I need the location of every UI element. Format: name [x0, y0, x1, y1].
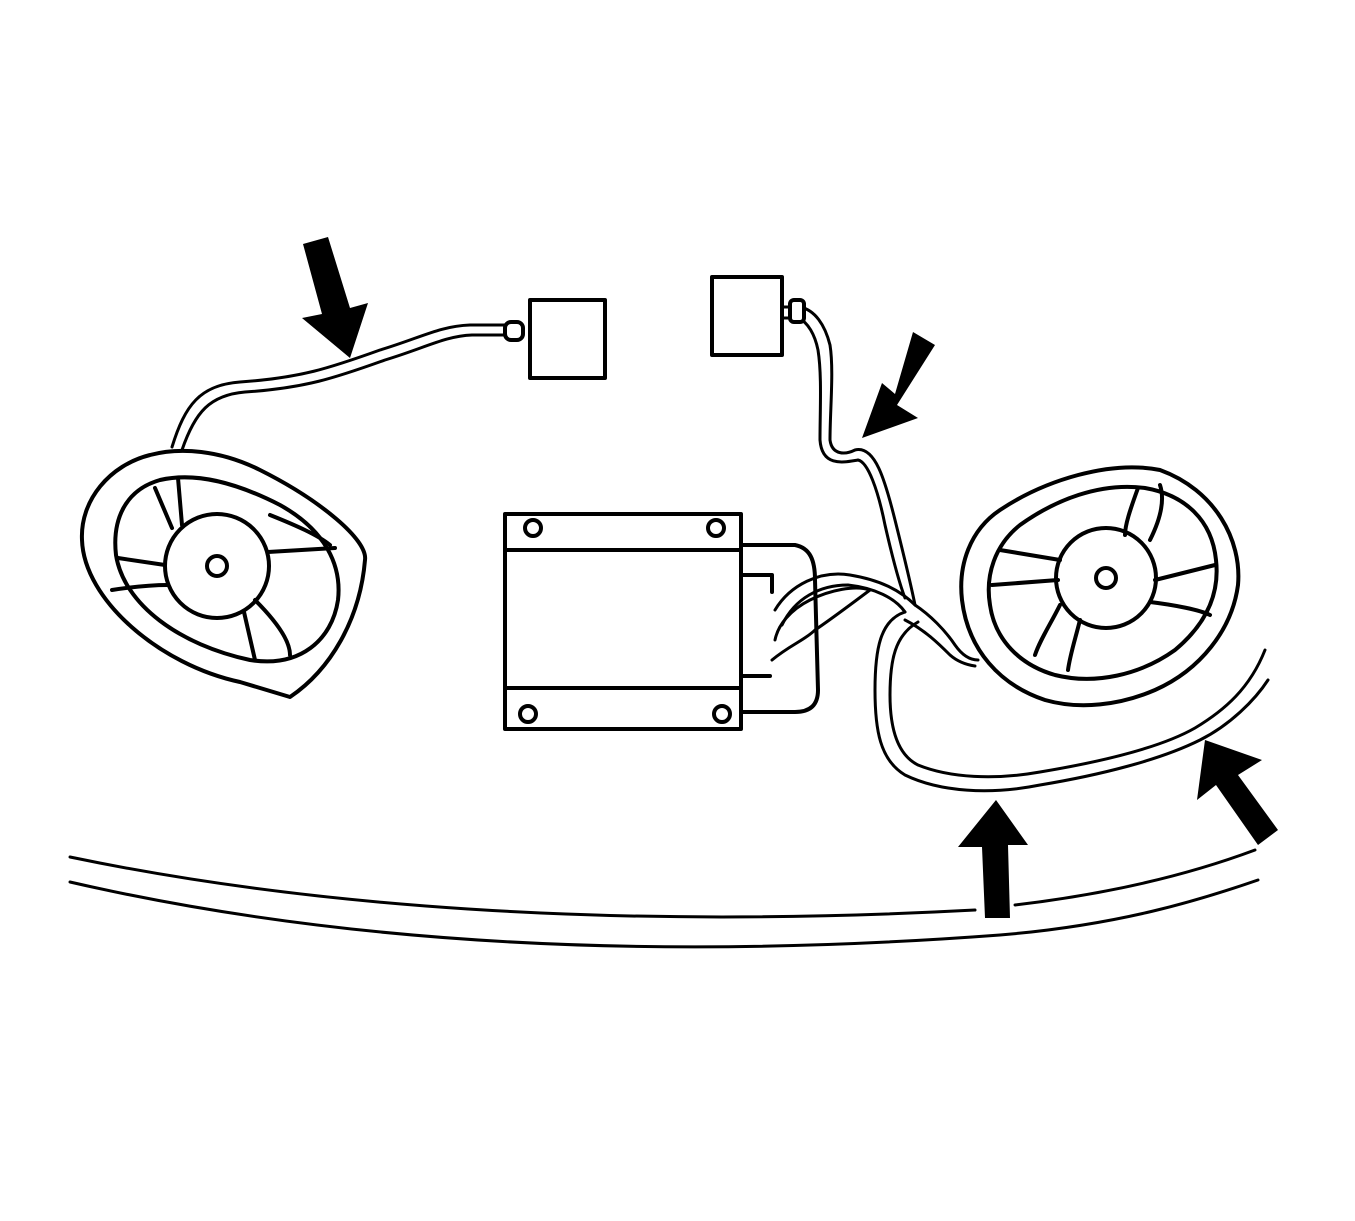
rear-edge-lines — [68, 848, 1260, 949]
right-harness — [780, 298, 917, 607]
right-connector — [710, 275, 784, 357]
left-harness-arrow — [302, 237, 368, 358]
right-lower-harness-arrow — [1197, 740, 1278, 845]
left-connector — [528, 298, 607, 380]
main-harness — [770, 572, 1270, 793]
right-speaker — [959, 465, 1241, 708]
left-harness — [170, 320, 525, 452]
lower-harness-arrow — [958, 800, 1028, 918]
amplifier-module — [503, 512, 820, 731]
left-speaker — [79, 448, 368, 699]
right-harness-arrow — [862, 332, 935, 438]
